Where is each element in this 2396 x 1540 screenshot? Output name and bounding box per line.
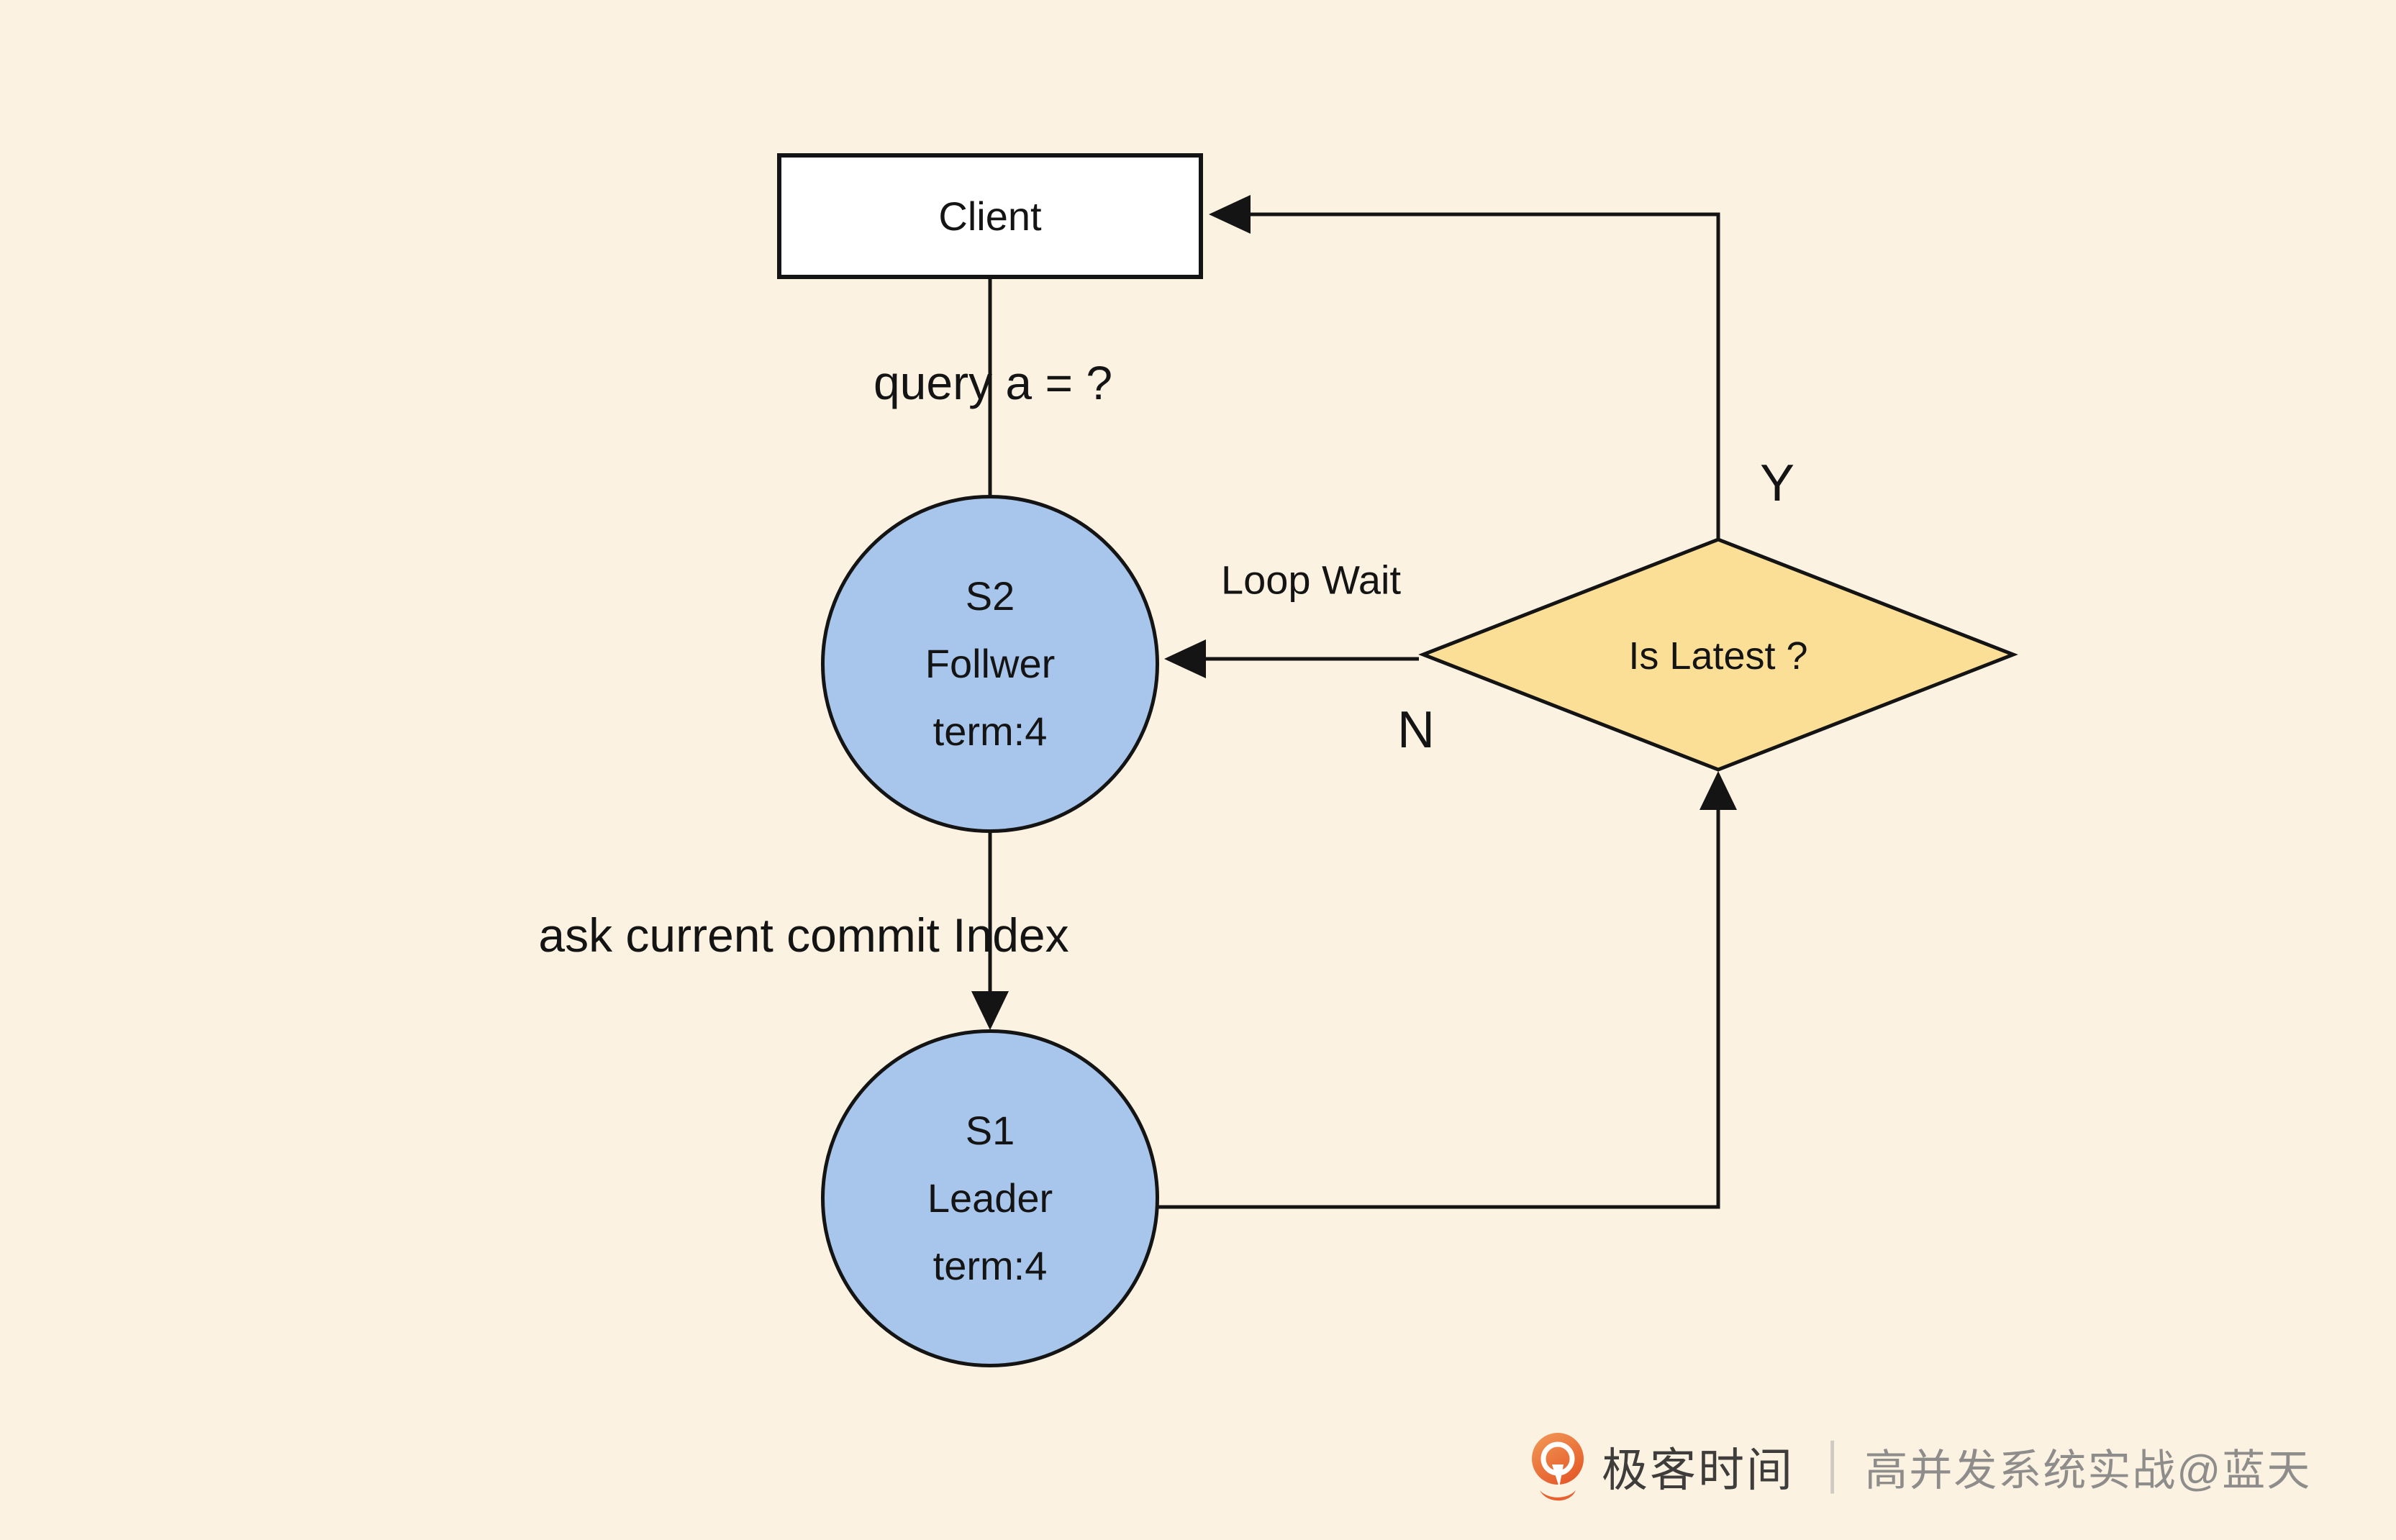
arrowhead-s2-to-s1 xyxy=(971,991,1009,1030)
watermark-divider: │ xyxy=(1819,1440,1846,1493)
arrowhead-decision-to-s2 xyxy=(1164,639,1206,678)
node-s1-line-role: Leader xyxy=(927,1175,1053,1221)
arrowhead-decision-to-client xyxy=(1209,195,1251,234)
watermark: 极客时间 │ 高并发系统实战@蓝天 xyxy=(1530,1428,2311,1505)
node-client-label: Client xyxy=(938,193,1042,239)
node-s2-follower: S2 Follwer term:4 xyxy=(821,495,1159,833)
node-s1-line-id: S1 xyxy=(965,1108,1015,1153)
node-s1-line-term: term:4 xyxy=(932,1243,1048,1288)
node-s2-line-role: Follwer xyxy=(925,641,1056,686)
edge-label-query: query a = ? xyxy=(873,356,1113,409)
watermark-brand: 极客时间 xyxy=(1602,1444,1794,1496)
watermark-credit: 高并发系统实战@蓝天 xyxy=(1864,1446,2312,1495)
edge-label-no: N xyxy=(1397,701,1435,759)
edge-label-yes: Y xyxy=(1759,455,1795,512)
edge-label-ask-commit: ask current commit Index xyxy=(538,908,1069,962)
node-client: Client xyxy=(777,153,1203,279)
edge-s1-to-decision xyxy=(1157,806,1720,1209)
edge-label-loop-wait: Loop Wait xyxy=(1220,557,1402,603)
node-s2-line-id: S2 xyxy=(965,573,1015,619)
node-s1-leader: S1 Leader term:4 xyxy=(821,1029,1159,1367)
decision-label: Is Latest ? xyxy=(1628,634,1808,678)
decision-diamond xyxy=(1418,537,2018,772)
arrowhead-s1-to-decision xyxy=(1700,771,1737,810)
geektime-logo-icon xyxy=(1532,1433,1584,1501)
edge-decision-to-client xyxy=(1245,212,1720,541)
node-s2-line-term: term:4 xyxy=(932,709,1048,754)
